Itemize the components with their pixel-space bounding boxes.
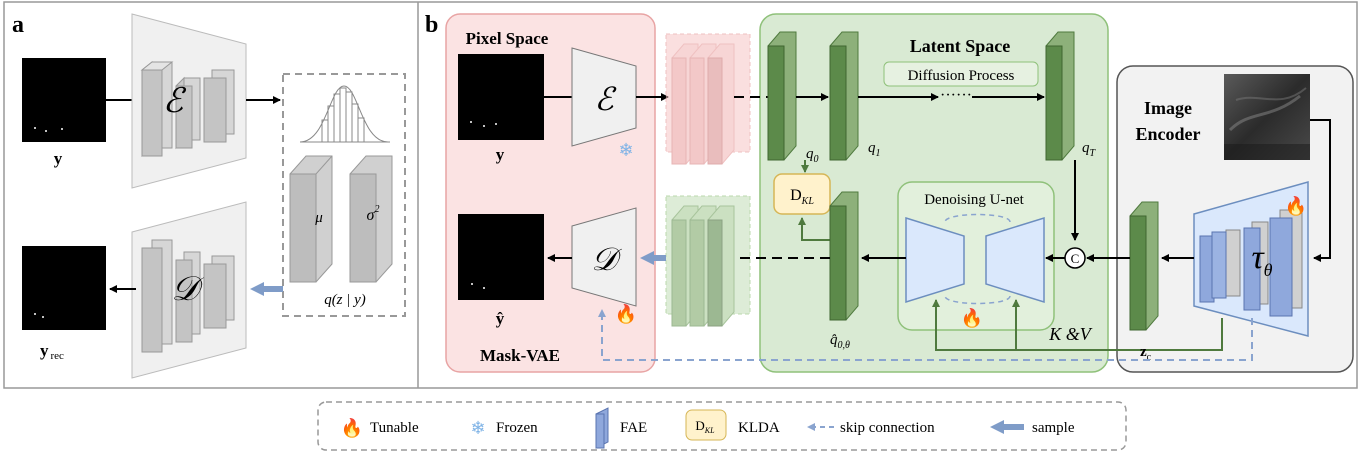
panel-a-latent-box <box>282 73 406 317</box>
zc-block <box>1129 201 1159 331</box>
unet-encoder-half <box>905 216 965 304</box>
panel-a-input-image <box>22 58 106 142</box>
image-encoder-title-1: Image <box>1144 98 1192 118</box>
sigma-label: σ2 <box>367 204 380 224</box>
q0-block <box>767 31 797 161</box>
panel-b-input-image <box>458 54 544 140</box>
qT-label: qT <box>1082 140 1097 159</box>
input-dot <box>470 121 472 123</box>
panel-b-decoder <box>571 207 637 307</box>
panel-b-input-label: y <box>496 145 505 164</box>
outer-frame <box>3 1 1358 389</box>
diffusion-ellipsis: ······ <box>940 87 972 104</box>
q1-label: q1 <box>868 140 881 159</box>
q1-block <box>829 31 859 161</box>
posterior-label: q(z | y) <box>324 292 366 308</box>
decoder-tunable-icon: 🔥 <box>615 303 637 324</box>
legend-tunable-icon: 🔥 <box>341 417 363 438</box>
panel-b-encoder-symbol: ℰ <box>594 81 617 117</box>
pixel-space-title: Pixel Space <box>466 29 549 48</box>
legend-frozen-label: Frozen <box>496 420 538 436</box>
latent-space-title: Latent Space <box>910 36 1011 56</box>
panel-b-output-label: ŷ <box>496 309 505 328</box>
dkl-label: DKL <box>790 187 814 207</box>
arrow-cond-encoder <box>1310 119 1331 262</box>
panel-a-encoder-symbol: ℰ <box>163 83 187 120</box>
qhat-label: q̂0,θ <box>830 332 850 351</box>
condition-image-texture <box>1224 87 1310 160</box>
unet-skip-bottom <box>944 295 1011 305</box>
legend-frozen-icon: ❄ <box>470 418 485 438</box>
input-dot <box>45 130 47 132</box>
legend-sample-label: sample <box>1032 420 1075 436</box>
concat-symbol: C <box>1071 251 1080 266</box>
tau-encoder-layers <box>1199 209 1303 317</box>
zc-label: zc <box>1140 344 1152 363</box>
pixel-latent-stack <box>665 33 751 165</box>
frozen-icon: ❄ <box>618 140 633 160</box>
diffusion-process-label: Diffusion Process <box>908 68 1015 84</box>
kv-path <box>932 299 1223 351</box>
dkl-box <box>773 173 831 215</box>
unet-tunable-icon: 🔥 <box>961 307 983 328</box>
output-dot <box>42 316 44 318</box>
legend-dkl-box <box>685 409 727 441</box>
skip-connection-path <box>598 309 1253 361</box>
unet-title: Denoising U-net <box>924 192 1024 208</box>
decoder-layers-a <box>141 239 235 353</box>
legend-dkl-symbol: DKL <box>695 418 715 435</box>
panel-a-label: a <box>12 12 24 38</box>
unet-decoder-half <box>985 216 1045 304</box>
kv-label: K &V <box>1048 324 1093 344</box>
panel-a-input-label: y <box>54 149 63 168</box>
pixel-decoder-stack <box>665 195 751 327</box>
tau-tunable-icon: 🔥 <box>1285 195 1307 216</box>
legend-tunable-label: Tunable <box>370 420 419 436</box>
unet-skip-top <box>944 213 1011 223</box>
mask-vae-title: Mask-VAE <box>480 346 560 365</box>
input-dot <box>483 125 485 127</box>
input-dot <box>34 127 36 129</box>
input-dot <box>495 123 497 125</box>
output-dot <box>483 287 485 289</box>
output-dot <box>471 283 473 285</box>
legend-fae-label: FAE <box>620 420 647 436</box>
arrow-qhat-dkl <box>798 217 830 241</box>
tau-symbol: τθ <box>1251 239 1272 280</box>
encoder-layers-a <box>140 60 235 158</box>
qT-block <box>1045 31 1075 161</box>
output-dot <box>34 313 36 315</box>
legend-skip-label: skip connection <box>840 420 935 436</box>
legend-fae-icon <box>595 407 609 449</box>
panel-b-label: b <box>425 12 438 38</box>
qhat-block <box>829 191 859 321</box>
image-encoder-title-2: Encoder <box>1136 124 1201 144</box>
panel-a-output-image <box>22 246 106 330</box>
gaussian-histogram <box>299 85 390 143</box>
legend-klda-label: KLDA <box>738 420 780 436</box>
diffusion-process-box <box>883 61 1039 87</box>
q0-label: q0 <box>806 146 819 165</box>
panel-b-encoder <box>571 47 637 147</box>
panel-b-output-image <box>458 214 544 300</box>
mu-label: μ <box>314 210 323 226</box>
input-dot <box>61 128 63 130</box>
